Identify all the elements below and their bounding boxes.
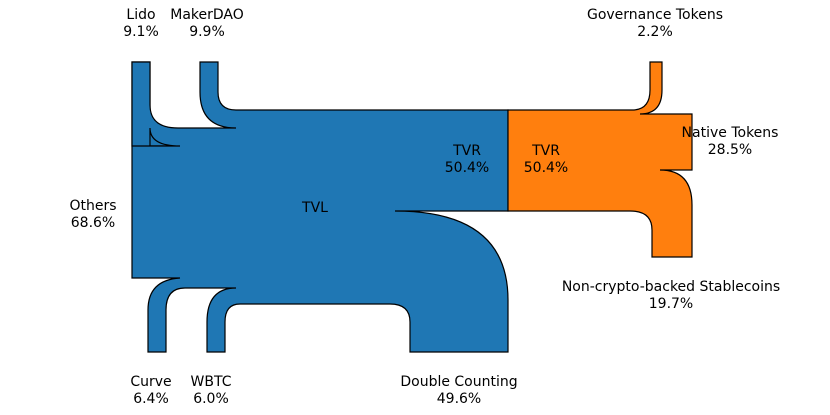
value-wbtc: 6.0%	[193, 391, 229, 407]
label-lido: Lido	[126, 7, 155, 23]
value-native-tokens: 28.5%	[708, 142, 752, 158]
label-tvl-center: TVL	[301, 200, 328, 216]
value-tvr-in: 50.4%	[524, 160, 568, 176]
value-governance-tokens: 2.2%	[637, 24, 673, 40]
tvl-outline	[131, 61, 509, 353]
tvl-shape	[131, 61, 509, 353]
label-others: Others	[69, 198, 116, 214]
label-tvr-out: TVR	[452, 143, 481, 159]
value-double-counting: 49.6%	[437, 391, 481, 407]
label-native-tokens: Native Tokens	[682, 125, 779, 141]
value-tvr-out: 50.4%	[445, 160, 489, 176]
labels: Lido 9.1% MakerDAO 9.9% Others 68.6% Cur…	[69, 7, 780, 407]
label-governance-tokens: Governance Tokens	[587, 7, 723, 23]
label-makerdao: MakerDAO	[170, 7, 244, 23]
label-tvr-in: TVR	[531, 143, 560, 159]
label-curve: Curve	[130, 374, 171, 390]
value-lido: 9.1%	[123, 24, 159, 40]
value-stablecoins: 19.7%	[649, 296, 693, 312]
value-curve: 6.4%	[133, 391, 169, 407]
label-wbtc: WBTC	[191, 374, 232, 390]
value-makerdao: 9.9%	[189, 24, 225, 40]
tvr-shape	[507, 61, 693, 258]
value-others: 68.6%	[71, 215, 115, 231]
label-double-counting: Double Counting	[400, 374, 517, 390]
label-stablecoins: Non-crypto-backed Stablecoins	[562, 279, 780, 295]
